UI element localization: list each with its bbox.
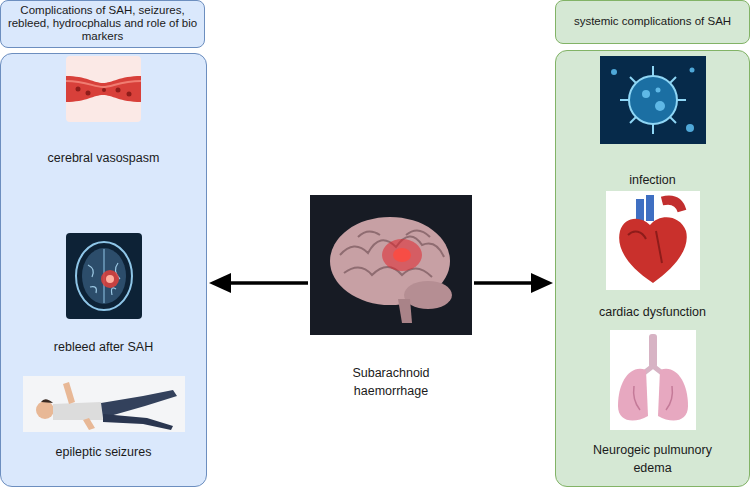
item-caption: infection [629,172,676,190]
column-panel: Complications of SAH, seizures, rebleed,… [0,0,207,489]
item-caption: cerebral vasospasm [48,150,160,168]
connector-arrow [474,273,553,293]
illustrated-item: cerebral vasospasm [5,56,202,168]
item-caption: cardiac dysfunction [599,304,706,322]
heart-illustration [606,191,700,290]
panel-heading: systemic complications of SAH [555,0,750,44]
seizure-illustration [23,376,185,432]
illustrated-item: Subarachnoid haemorrhage [310,195,472,400]
lungs-illustration [610,330,696,430]
connector-line [227,281,308,285]
panel-heading: Complications of SAH, seizures, rebleed,… [0,0,205,48]
connector-line [474,281,535,285]
brain-illustration [310,195,472,335]
item-caption: rebleed after SAH [54,339,153,357]
illustrated-item: cardiac dysfunction [560,191,745,322]
arrow-head [209,273,231,293]
illustrated-item: infection [560,56,745,190]
illustrated-item: Neurogeic pulmunory edema [560,330,745,477]
virus-illustration [600,56,706,144]
column-panel: systemic complications of SAH infection … [555,0,750,489]
brain-scan-illustration [66,233,142,319]
item-caption: Subarachnoid haemorrhage [336,365,446,400]
item-caption: epileptic seizures [56,444,152,462]
arrow-head [531,273,553,293]
vasospasm-illustration [66,56,141,122]
item-caption: Neurogeic pulmunory edema [583,442,723,477]
illustrated-item: epileptic seizures [5,376,202,462]
illustrated-item: rebleed after SAH [5,233,202,357]
connector-arrow [209,273,308,293]
